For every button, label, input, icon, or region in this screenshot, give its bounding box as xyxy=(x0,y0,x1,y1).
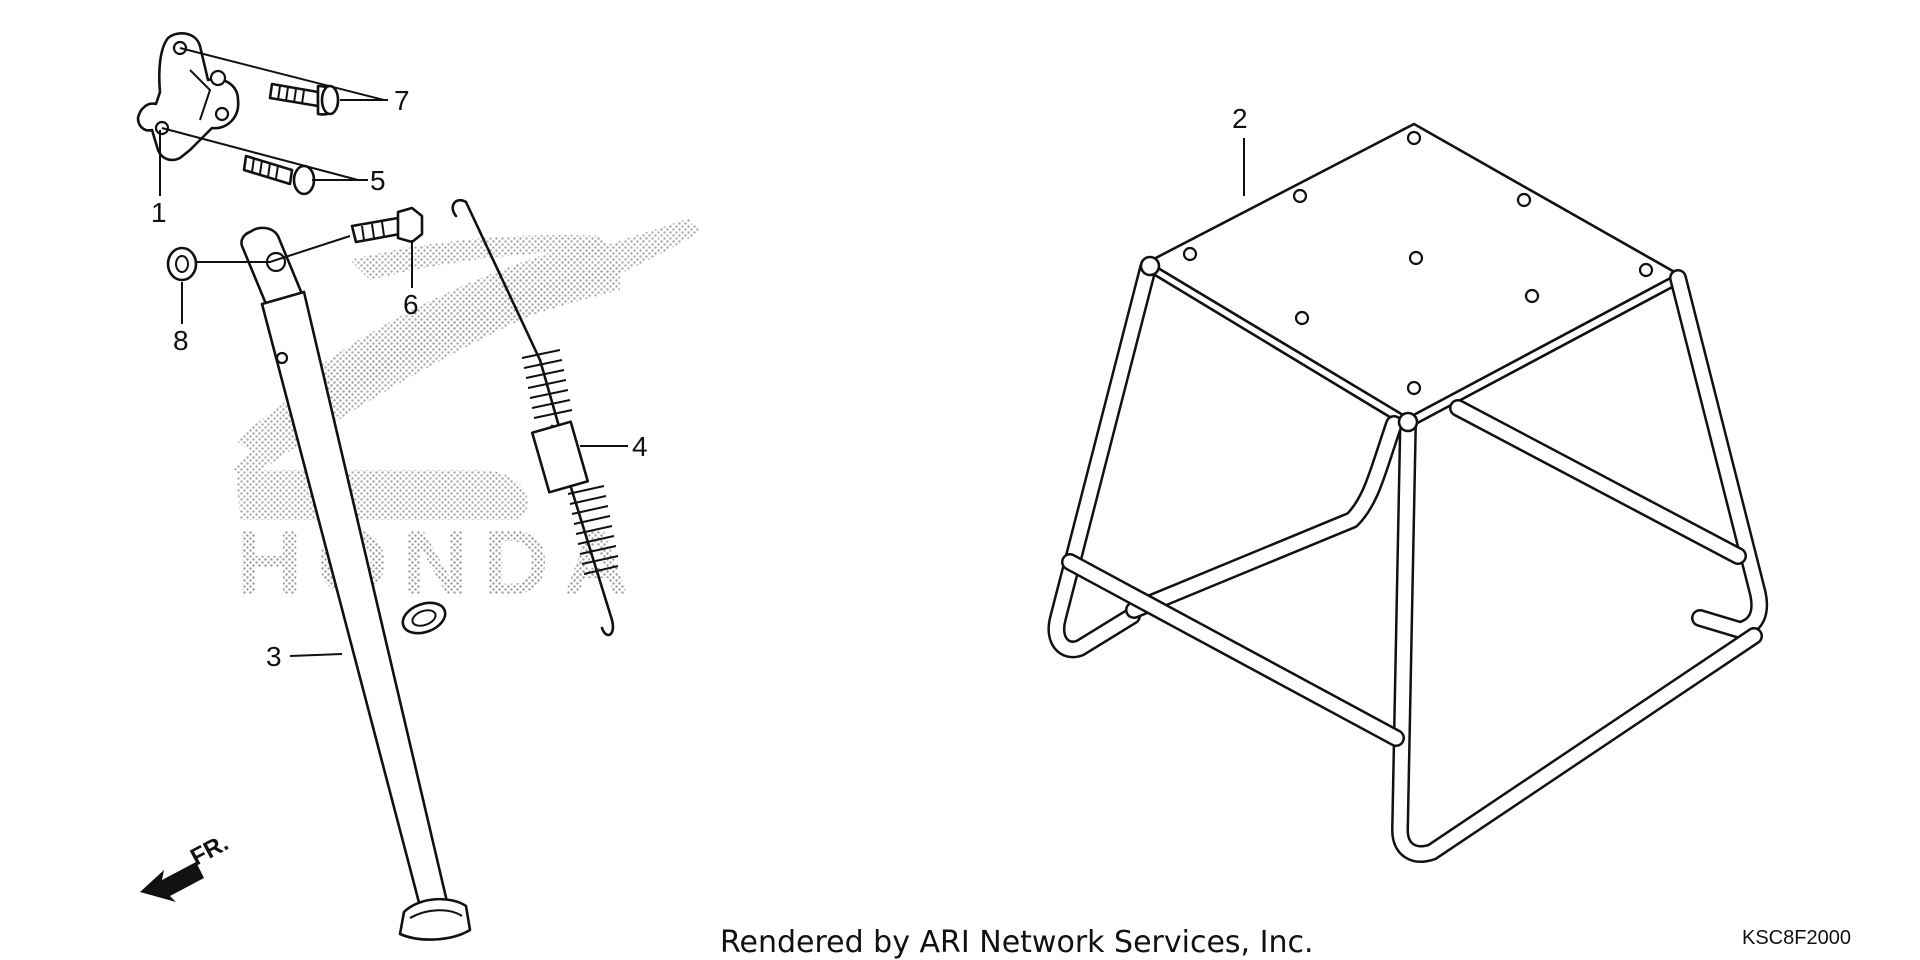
bolt-upper-part xyxy=(268,82,340,116)
honda-wing-watermark xyxy=(232,218,700,520)
watermark-letters: HONDA xyxy=(236,512,643,614)
callout-5: 5 xyxy=(370,165,386,196)
callout-4: 4 xyxy=(632,431,648,462)
pivot-bolt-part xyxy=(350,206,424,244)
nut-part xyxy=(166,246,198,282)
callout-1: 1 xyxy=(151,197,167,228)
callout-7: 7 xyxy=(394,85,410,116)
spring-part xyxy=(451,198,619,637)
callout-8: 8 xyxy=(173,325,189,356)
work-stand-part xyxy=(1047,122,1769,863)
callout-2: 2 xyxy=(1232,103,1248,134)
callout-6: 6 xyxy=(403,289,419,320)
honda-watermark-text: HONDA xyxy=(236,512,643,614)
footer-credit: Rendered by ARI Network Services, Inc. xyxy=(720,925,1314,960)
callout-3: 3 xyxy=(266,641,282,672)
front-direction-arrow-icon: FR. xyxy=(140,829,233,902)
side-stand-part xyxy=(240,226,472,941)
bolt-lower-part xyxy=(242,154,316,196)
stand-bracket-part xyxy=(136,32,240,162)
leader-lines xyxy=(159,47,1245,657)
diagram-code: KSC8F2000 xyxy=(1742,927,1851,949)
